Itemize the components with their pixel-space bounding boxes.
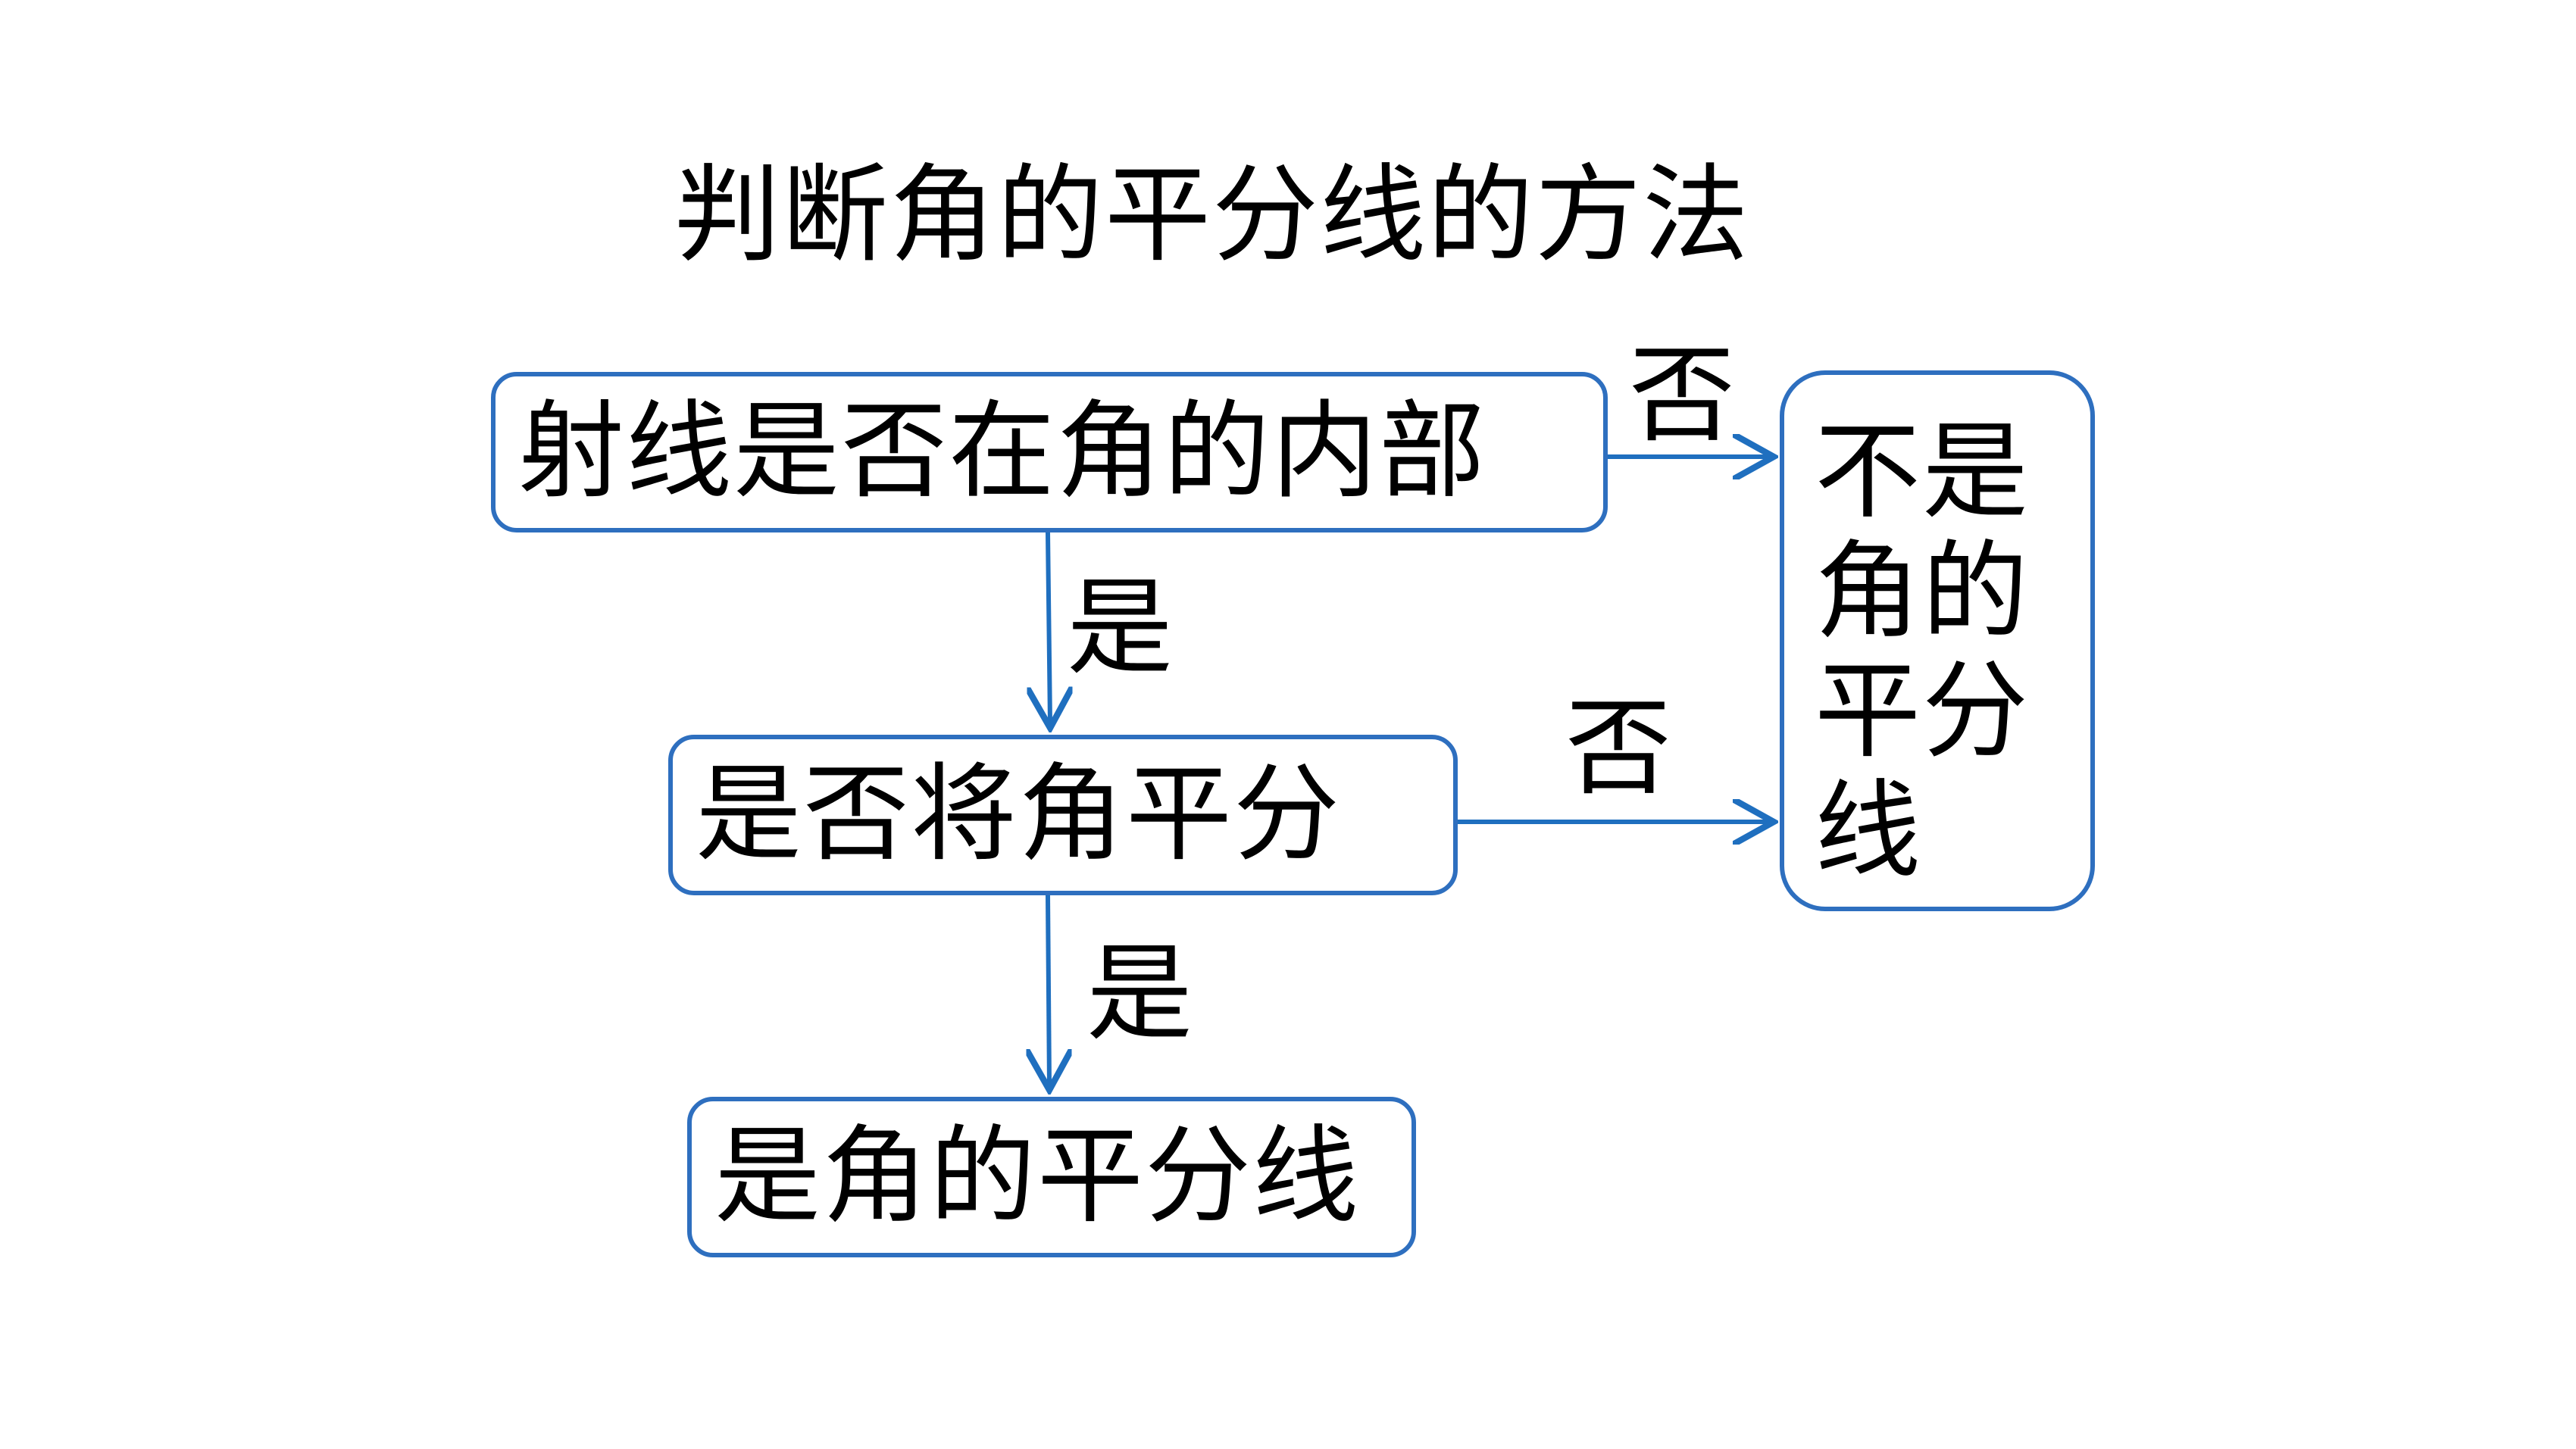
node-ray-inside-angle: 射线是否在角的内部 <box>491 372 1608 532</box>
node-not-bisector: 不是角的平分线 <box>1780 370 2095 911</box>
node-is-bisector-label: 是角的平分线 <box>714 1115 1361 1238</box>
node-bisects-angle-label: 是否将角平分 <box>696 753 1342 876</box>
node-not-bisector-label: 不是角的平分线 <box>1815 411 2030 893</box>
edge-label-inside-no: 否 <box>1629 334 1736 457</box>
node-bisects-angle: 是否将角平分 <box>668 735 1458 895</box>
diagram-title: 判断角的平分线的方法 <box>674 154 1751 277</box>
arrow-bisect-to-is-bisector <box>1048 895 1049 1085</box>
edge-label-bisect-yes: 是 <box>1086 932 1193 1056</box>
edge-label-inside-yes: 是 <box>1067 567 1174 690</box>
node-ray-inside-angle-label: 射线是否在角的内部 <box>518 390 1487 514</box>
arrow-inside-to-bisect <box>1048 532 1050 723</box>
edge-label-bisect-no: 否 <box>1565 687 1672 810</box>
node-is-bisector: 是角的平分线 <box>687 1097 1416 1257</box>
